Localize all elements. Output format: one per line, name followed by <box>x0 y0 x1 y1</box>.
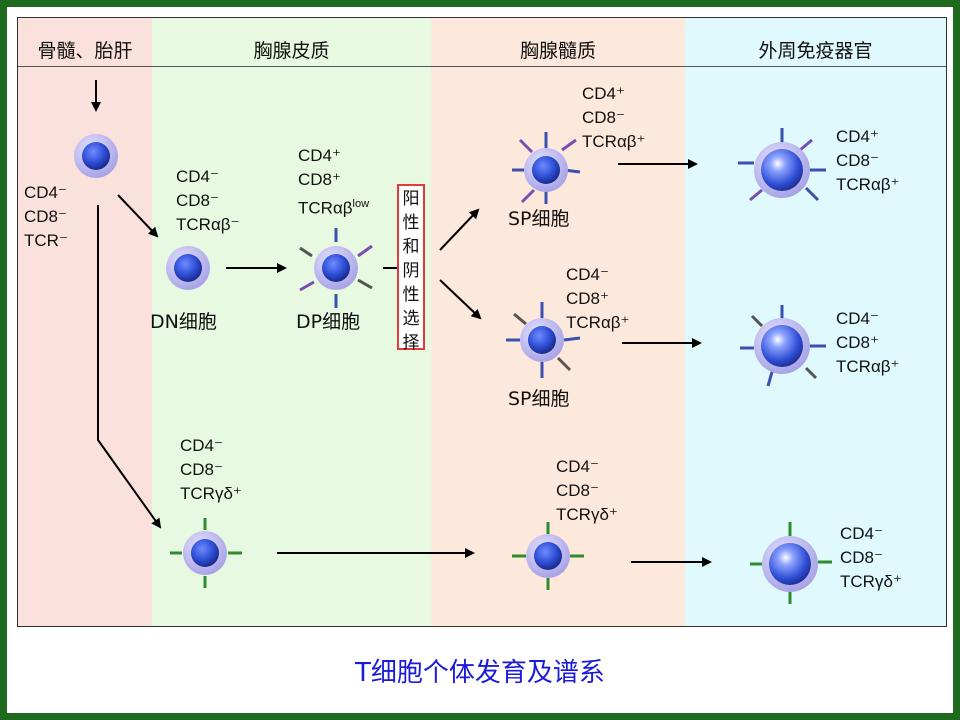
precursor-cell <box>74 134 118 178</box>
precursor-cd8: CD8⁻ <box>24 207 67 226</box>
sp-cd8-tcr: TCRαβ⁺ <box>566 313 630 332</box>
peripheral-cd4-cd4: CD4⁺ <box>836 127 879 146</box>
column-peripheral <box>685 18 946 626</box>
gd-medulla-tcr: TCRγδ⁺ <box>556 505 618 524</box>
dp-cell-caption: DP细胞 <box>296 311 361 333</box>
selection-char-4: 阴 <box>402 261 420 281</box>
gd-peripheral-cell <box>750 522 832 604</box>
peripheral-cd8-cd4: CD4⁻ <box>836 309 879 328</box>
slide-title: T细胞个体发育及谱系 <box>355 658 605 688</box>
diagram-panel: 骨髓、胎肝 胸腺皮质 胸腺髓质 外周免疫器官 <box>17 17 947 627</box>
sp-cd8-receptors <box>506 302 581 378</box>
sp-cd4-cell <box>512 132 581 204</box>
peripheral-cd8-cd8: CD8⁺ <box>836 333 879 352</box>
column-thymic-cortex <box>152 18 431 626</box>
gd-medulla-cell <box>512 522 584 590</box>
dn-cell-caption: DN细胞 <box>150 311 217 333</box>
peripheral-cd8-cell <box>740 305 826 387</box>
selection-box: 阳 性 和 阴 性 选 择 <box>397 184 425 353</box>
selection-char-3: 和 <box>402 237 420 257</box>
peripheral-cd8-markers: CD4⁻ CD8⁺ TCRαβ⁺ <box>836 307 900 379</box>
dp-tcr-text: TCRαβ <box>298 198 353 218</box>
arrow-precursor-to-gd <box>97 205 162 529</box>
peripheral-cd4-cd8: CD8⁻ <box>836 151 879 170</box>
sp-cd8-cell <box>506 302 581 378</box>
header-peripheral: 外周免疫器官 <box>758 40 873 62</box>
gd-medulla-markers: CD4⁻ CD8⁻ TCRγδ⁺ <box>556 455 618 527</box>
selection-char-6: 选 <box>402 309 420 329</box>
arrow-selection-to-sp-cd4 <box>439 208 480 251</box>
dn-cell <box>166 246 210 290</box>
gd-medulla-cd4: CD4⁻ <box>556 457 599 476</box>
gd-medulla-receptors <box>512 522 584 590</box>
gd-thymus-cd4: CD4⁻ <box>180 436 223 455</box>
peripheral-cd4-markers: CD4⁺ CD8⁻ TCRαβ⁺ <box>836 125 900 197</box>
dp-tcr-superscript: low <box>352 198 370 210</box>
dp-receptors <box>299 228 373 308</box>
column-thymic-medulla <box>431 18 685 626</box>
dp-cd8: CD8⁺ <box>298 170 341 189</box>
gd-peripheral-tcr: TCRγδ⁺ <box>840 572 902 591</box>
header-bone-marrow: 骨髓、胎肝 <box>37 40 133 62</box>
selection-char-2: 性 <box>402 213 420 233</box>
precursor-tcr: TCR⁻ <box>24 231 68 250</box>
header-divider <box>18 66 946 67</box>
gd-peripheral-cd8: CD8⁻ <box>840 548 883 567</box>
arrow-precursor-to-dn <box>117 194 159 238</box>
dn-markers: CD4⁻ CD8⁻ TCRαβ⁻ <box>176 165 240 237</box>
precursor-cd4: CD4⁻ <box>24 183 67 202</box>
dp-markers: CD4⁺ CD8⁺ TCRαβlow <box>298 144 369 221</box>
gd-thymus-cell <box>170 518 242 588</box>
dp-tcr: TCRαβlow <box>298 192 369 221</box>
gd-medulla-cd8: CD8⁻ <box>556 481 599 500</box>
dp-cd4: CD4⁺ <box>298 146 341 165</box>
sp-cd4-cd4: CD4⁺ <box>582 84 625 103</box>
dn-cd8: CD8⁻ <box>176 191 219 210</box>
column-bone-marrow <box>18 18 152 626</box>
sp-cd4-tcr: TCRαβ⁺ <box>582 132 646 151</box>
sp-cd4-markers: CD4⁺ CD8⁻ TCRαβ⁺ <box>582 82 646 154</box>
gd-peripheral-cd4: CD4⁻ <box>840 524 883 543</box>
gd-thymus-cd8: CD8⁻ <box>180 460 223 479</box>
arrow-selection-to-sp-cd8 <box>439 279 482 320</box>
sp-top-cell-caption: SP细胞 <box>508 208 570 230</box>
gd-thymus-tcr: TCRγδ⁺ <box>180 484 242 503</box>
dn-tcr: TCRαβ⁻ <box>176 215 240 234</box>
gd-peripheral-markers: CD4⁻ CD8⁻ TCRγδ⁺ <box>840 522 902 594</box>
gd-thymus-markers: CD4⁻ CD8⁻ TCRγδ⁺ <box>180 434 242 506</box>
sp-cd4-cd8: CD8⁻ <box>582 108 625 127</box>
dp-cell <box>299 228 373 308</box>
header-thymic-cortex: 胸腺皮质 <box>253 40 330 62</box>
dn-cd4: CD4⁻ <box>176 167 219 186</box>
sp-cd8-markers: CD4⁻ CD8⁺ TCRαβ⁺ <box>566 263 630 335</box>
header-thymic-medulla: 胸腺髓质 <box>519 40 596 62</box>
arrows <box>91 80 712 567</box>
sp-cd8-cd8: CD8⁺ <box>566 289 609 308</box>
peripheral-cd8-tcr: TCRαβ⁺ <box>836 357 900 376</box>
selection-char-7: 择 <box>402 333 420 353</box>
selection-char-1: 阳 <box>402 189 420 209</box>
precursor-markers: CD4⁻ CD8⁻ TCR⁻ <box>24 181 68 253</box>
sp-bottom-cell-caption: SP细胞 <box>508 388 570 410</box>
sp-cd8-cd4: CD4⁻ <box>566 265 609 284</box>
selection-char-5: 性 <box>402 285 420 305</box>
gd-peripheral-receptors <box>750 522 832 604</box>
peripheral-cd4-cell <box>738 128 826 202</box>
peripheral-cd4-tcr: TCRαβ⁺ <box>836 175 900 194</box>
gd-thymus-receptors <box>170 518 242 588</box>
